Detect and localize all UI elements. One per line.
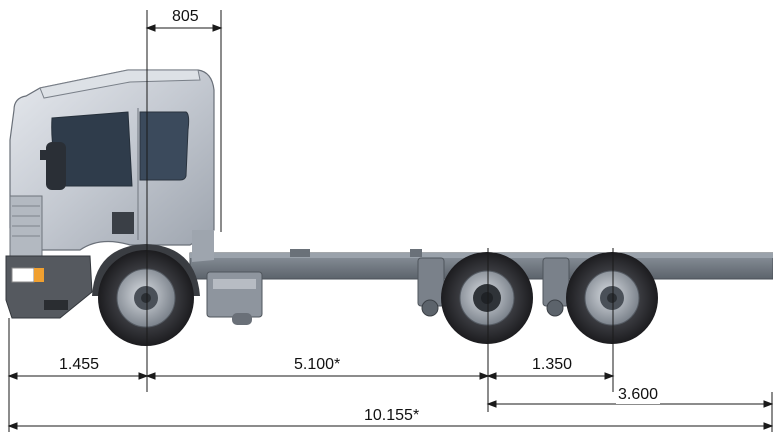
reference-lines	[8, 10, 773, 432]
dim-label-bogie-spacing: 1.350	[530, 356, 575, 374]
fuel-tank	[206, 271, 263, 325]
dim-label-rear-overhang: 3.600	[616, 386, 661, 404]
front-wheel	[92, 244, 200, 346]
rear-suspension	[417, 257, 570, 317]
dim-label-front-overhang: 1.455	[57, 356, 102, 374]
dimension-lines	[7, 24, 773, 430]
cab	[5, 69, 215, 319]
rear-wheel-1	[441, 252, 533, 344]
dim-label-overall-length: 10.155*	[362, 407, 422, 425]
dim-label-wheelbase: 5.100*	[292, 356, 343, 374]
rear-wheel-2	[566, 252, 658, 344]
dim-label-cab-offset: 805	[170, 8, 201, 26]
